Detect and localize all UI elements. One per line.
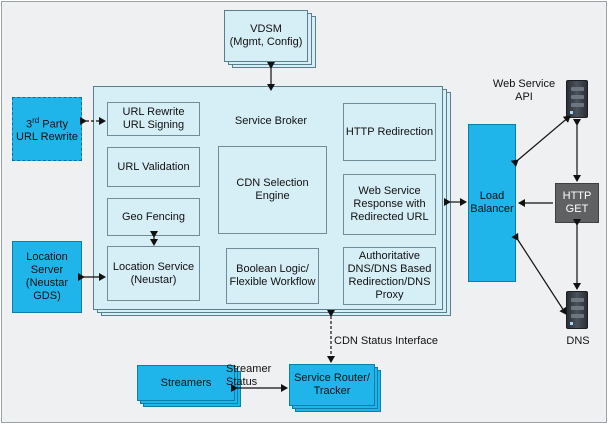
http-get-box: HTTP GET [555,183,599,223]
web-service-response-box: Web Service Response with Redirected URL [343,174,436,235]
loadbalancer-webapi-connector [510,115,571,167]
load-balancer-box: Load Balancer [468,124,516,282]
location-server-box: Location Server (Neustar GDS) [12,241,82,313]
streamers-box: Streamers [137,365,235,401]
http-redirection-box: HTTP Redirection [343,103,436,161]
authoritative-dns-box: Authoritative DNS/DNS Based Redirection/… [343,247,436,305]
cdn-selection-engine-box: CDN Selection Engine [218,146,327,234]
vdsm-box: VDSM (Mgmt, Config) [224,10,308,62]
service-broker-title: Service Broker [234,115,308,127]
boolean-logic-box: Boolean Logic/ Flexible Workflow [226,248,319,304]
url-rewrite-box: URL Rewrite URL Signing [107,102,200,136]
dns-label: DNS [566,335,590,347]
service-router-box: Service Router/ Tracker [289,364,375,406]
web-service-api-label: Web Service API [492,78,556,103]
third-party-label: 3rd Party URL Rewrite [16,115,78,144]
loadbalancer-dns-connector [511,232,567,315]
url-validation-box: URL Validation [107,147,200,187]
server-icon [566,80,588,118]
location-service-box: Location Service (Neustar) [107,246,200,301]
third-party-url-rewrite-box: 3rd Party URL Rewrite [12,97,82,161]
cdn-status-interface-label: CDN Status Interface [334,335,438,347]
